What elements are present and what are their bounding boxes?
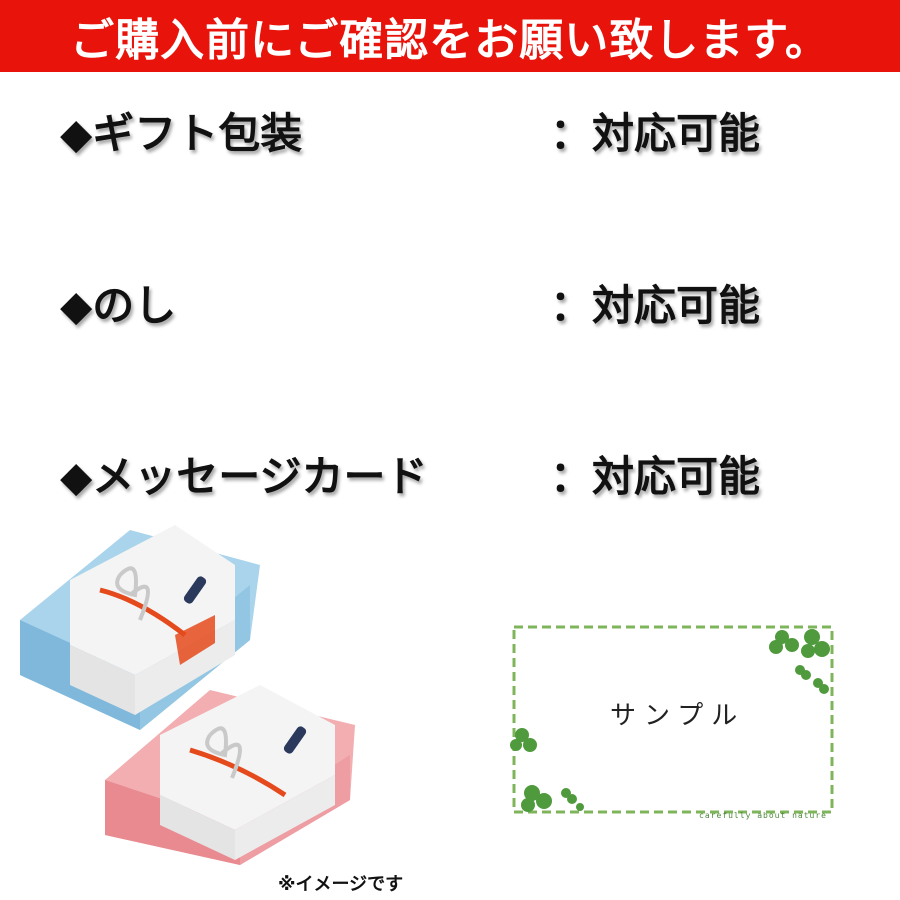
pink-gift-box: [105, 685, 355, 865]
notice-banner: ご購入前にご確認をお願い致します。: [0, 0, 900, 72]
gift-wrapping-value: ：対応可能: [550, 109, 761, 158]
card-small-text: carefully about nature: [699, 811, 827, 820]
clover-icon: [510, 629, 830, 812]
image-caption: ※イメージです: [278, 874, 404, 895]
card-frame: [500, 615, 845, 830]
noshi-value: ：対応可能: [550, 281, 761, 330]
gift-wrapping-row: ◆ギフト包装 ：対応可能: [60, 100, 880, 160]
gift-wrapping-label: ◆ギフト包装: [60, 109, 303, 158]
message-card-sample: サンプル carefully about nature: [500, 615, 845, 830]
message-card-row: ◆メッセージカード ：対応可能: [60, 443, 880, 503]
message-card-value: ：対応可能: [550, 452, 761, 501]
noshi-label: ◆のし: [60, 281, 177, 330]
message-card-label: ◆メッセージカード: [60, 452, 428, 501]
gift-boxes-illustration: [20, 525, 355, 865]
blue-gift-box: [20, 525, 260, 730]
noshi-row: ◆のし ：対応可能: [60, 272, 880, 332]
card-sample-text: サンプル: [610, 701, 746, 731]
